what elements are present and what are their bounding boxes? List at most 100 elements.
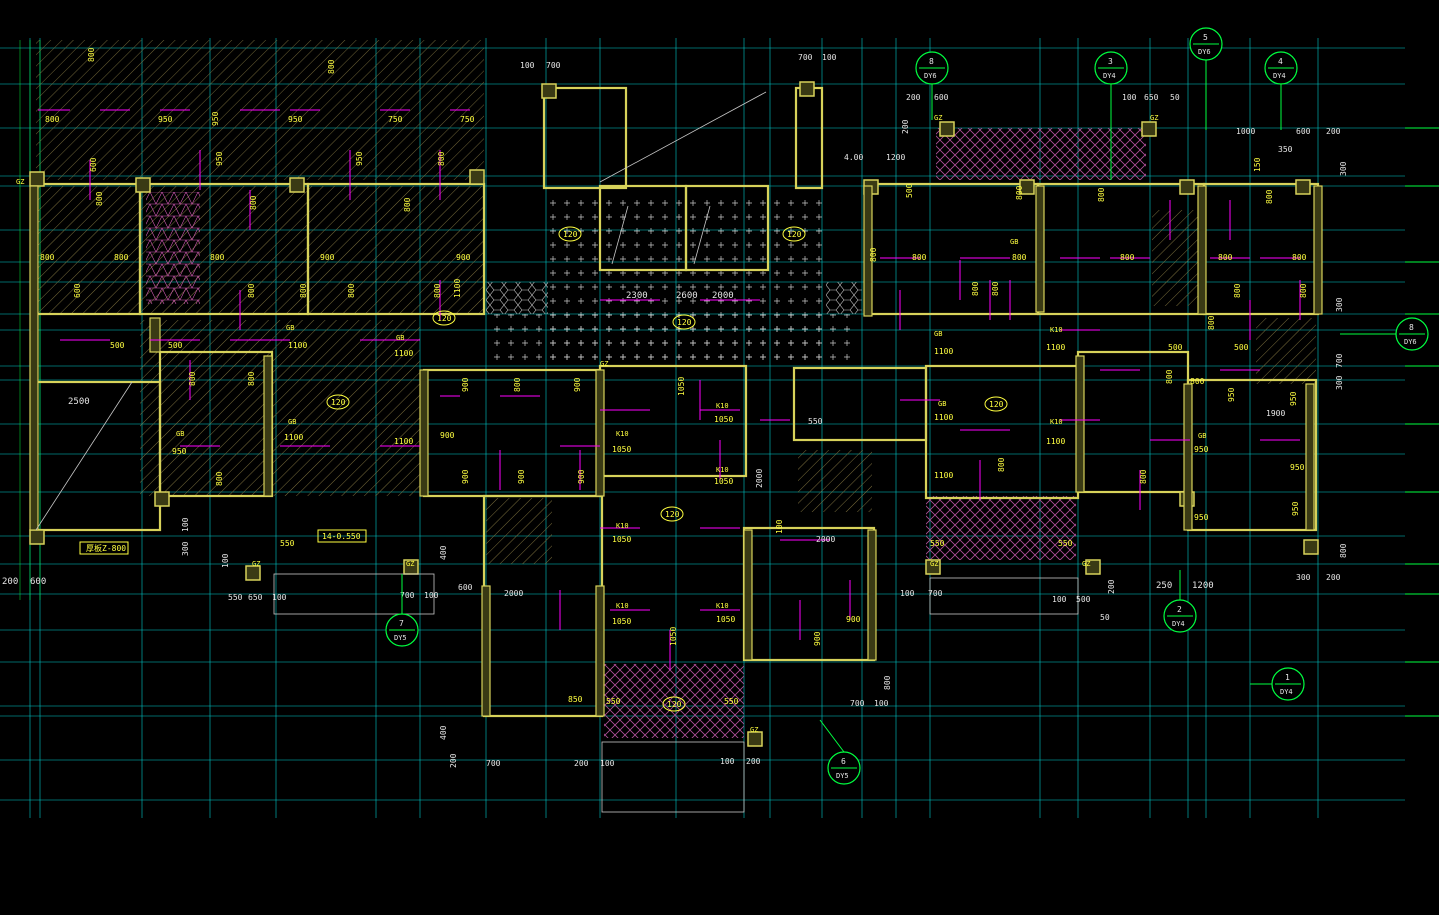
- column: [1295, 179, 1311, 195]
- dimension-text: 1100: [394, 437, 413, 446]
- dimension-text: 800: [869, 247, 878, 262]
- dimension-text: 500: [1168, 343, 1183, 352]
- column-label: GZ: [1082, 560, 1090, 568]
- dimension-text: 1100: [934, 471, 953, 480]
- dimension-text: 100: [720, 757, 735, 766]
- dimension-text: 800: [215, 471, 224, 486]
- dimension-text: 800: [1265, 189, 1274, 204]
- column-label: GZ: [750, 726, 758, 734]
- dimension-text: 1100: [394, 349, 413, 358]
- column: [1179, 179, 1195, 195]
- dimension-text: 950: [172, 447, 187, 456]
- dimension-text: 950: [215, 151, 224, 166]
- beam-label: GB: [1010, 238, 1018, 246]
- dimension-text: 500: [1234, 343, 1249, 352]
- dimension-text: 550: [724, 697, 739, 706]
- beam-label: GB: [934, 330, 942, 338]
- dimension-text: 550: [1058, 539, 1073, 548]
- dimension-text: 100: [874, 699, 889, 708]
- wall-segment: [419, 369, 429, 497]
- slab-thickness-text: 120: [677, 318, 692, 327]
- dimension-text: 950: [1289, 391, 1298, 406]
- dimension-text: 2600: [676, 291, 698, 301]
- slab-thickness-marker: [326, 394, 350, 410]
- hatch-zone: [486, 314, 856, 364]
- dimension-text: 800: [1165, 369, 1174, 384]
- dimension-text: 950: [158, 115, 173, 124]
- hatch-zone: [1256, 318, 1316, 384]
- dimension-text: 900: [440, 431, 455, 440]
- dimension-text: 900: [320, 253, 335, 262]
- dimension-text: 900: [577, 469, 586, 484]
- dimension-text: 800: [1207, 315, 1216, 330]
- dimension-text: 950: [211, 111, 220, 126]
- slab-thickness-text: 120: [437, 314, 452, 323]
- dimension-text: 800: [1012, 253, 1027, 262]
- dimension-text: 100: [600, 759, 615, 768]
- dimension-text: 2500: [68, 397, 90, 407]
- hatch-zone: [140, 320, 420, 496]
- dimension-text: 100: [775, 519, 784, 534]
- dimension-text: 800: [1218, 253, 1233, 262]
- dimension-text: 4.00: [844, 153, 863, 162]
- dimension-text: 100: [1122, 93, 1137, 102]
- dimension-text: 100: [1052, 595, 1067, 604]
- dimension-text: 1100: [284, 433, 303, 442]
- dimension-text: 200: [746, 757, 761, 766]
- dimension-text: 100: [181, 517, 190, 532]
- column: [469, 169, 485, 185]
- axis-bubble-number: 4: [1278, 57, 1283, 66]
- dimension-text: 950: [355, 151, 364, 166]
- hatch-zone: [146, 192, 200, 304]
- dimension-text: 900: [813, 631, 822, 646]
- dimension-text: 900: [461, 469, 470, 484]
- opening-outline: [929, 577, 1079, 615]
- dimension-text: 800: [991, 281, 1000, 296]
- dimension-text: 1050: [714, 477, 733, 486]
- beam-label: K10: [616, 430, 629, 438]
- dimension-text: 200: [1107, 579, 1116, 594]
- dimension-text: 1000: [1236, 127, 1255, 136]
- dimension-text: 650: [248, 593, 263, 602]
- dimension-text: 950: [1194, 445, 1209, 454]
- dimension-text: 700: [928, 589, 943, 598]
- column: [541, 83, 557, 99]
- dimension-text: 500: [1076, 595, 1091, 604]
- wall-segment: [595, 369, 605, 497]
- column: [799, 81, 815, 97]
- dimension-text: 700: [486, 759, 501, 768]
- axis-bubble-ref: DY4: [1273, 72, 1286, 80]
- dimension-text: 800: [40, 253, 55, 262]
- beam-label: K10: [1050, 418, 1063, 426]
- hatch-zone: [926, 496, 1076, 560]
- hatch-zone: [486, 282, 548, 314]
- column: [135, 177, 151, 193]
- beam-label: K10: [616, 522, 629, 530]
- dimension-text: 1900: [1266, 409, 1285, 418]
- dimension-text: 550: [228, 593, 243, 602]
- dimension-text: 900: [456, 253, 471, 262]
- wall-segment: [1075, 355, 1085, 493]
- dimension-text: 800: [1120, 253, 1135, 262]
- axis-bubble-number: 8: [1409, 323, 1414, 332]
- dimension-text: 600: [89, 157, 98, 172]
- dimension-text: 800: [247, 283, 256, 298]
- dimension-text: 200: [574, 759, 589, 768]
- dimension-text: 400: [439, 545, 448, 560]
- column-label: GZ: [16, 178, 24, 186]
- dimension-text: 2000: [504, 589, 523, 598]
- dimension-text: 900: [846, 615, 861, 624]
- dimension-text: 950: [1291, 501, 1300, 516]
- dimension-text: 800: [249, 195, 258, 210]
- dimension-text: 1100: [934, 347, 953, 356]
- dimension-text: 800: [188, 371, 197, 386]
- dimension-text: 800: [1097, 187, 1106, 202]
- dimension-text: 800: [912, 253, 927, 262]
- hatch-zone: [798, 450, 872, 512]
- dimension-text: 800: [1292, 253, 1307, 262]
- dimension-text: 100: [822, 53, 837, 62]
- beam-label: K10: [716, 466, 729, 474]
- dimension-text: 800: [45, 115, 60, 124]
- column-label: GZ: [1150, 114, 1158, 122]
